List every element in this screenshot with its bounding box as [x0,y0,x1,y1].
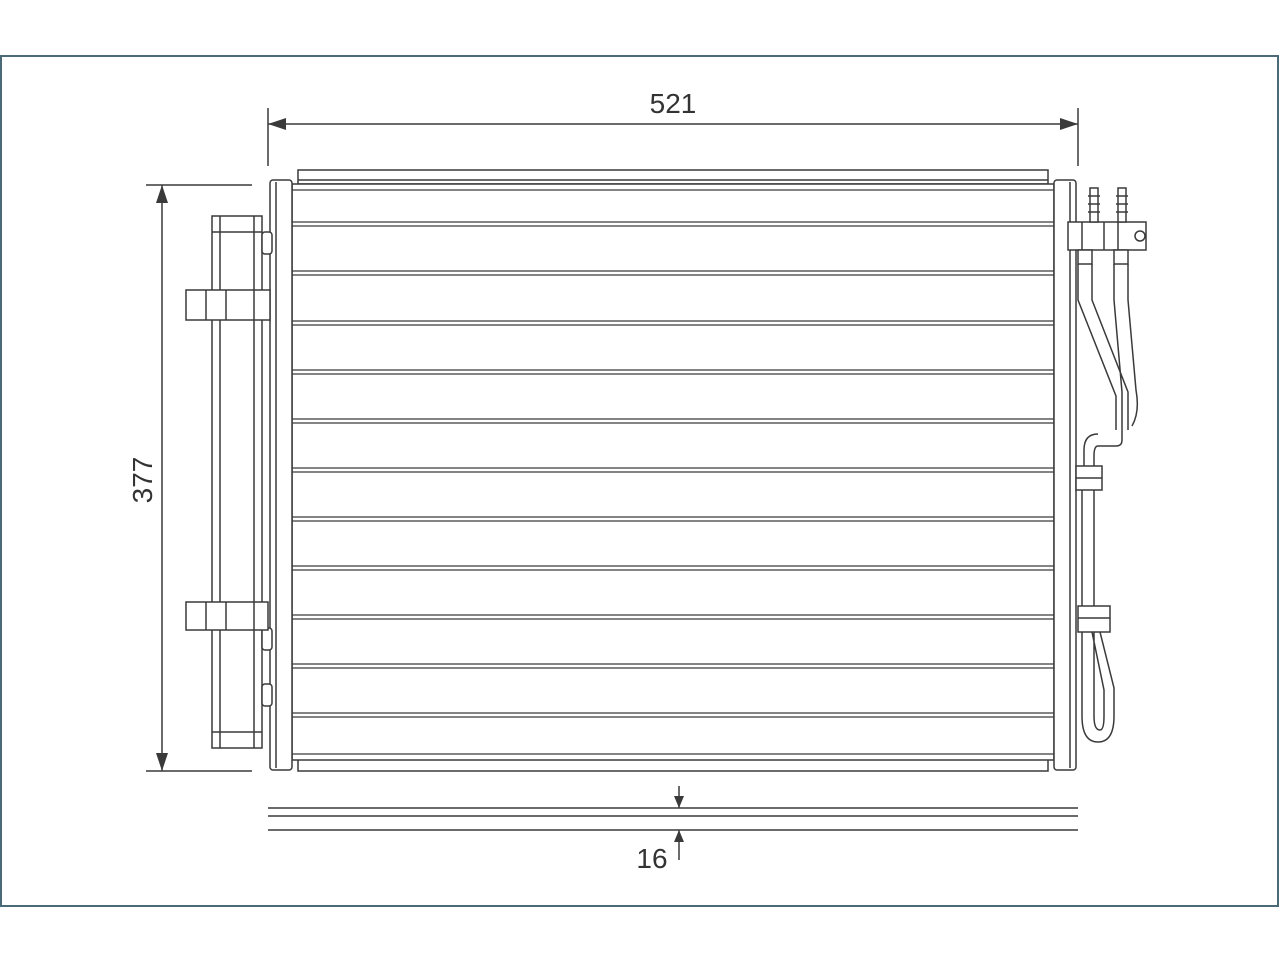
width-dimension-label: 521 [650,88,697,119]
height-dimension [146,184,252,772]
mounting-pins [185,289,271,631]
pipe-assembly [1067,187,1147,265]
pipe-fittings [1075,465,1111,633]
core-tubes [292,189,1054,755]
drawing-frame [0,55,1279,907]
depth-dimension [268,786,1078,860]
condenser-core [291,169,1055,772]
depth-dimension-label: 16 [636,843,667,874]
right-header-tank [1053,179,1077,771]
height-dimension-label: 377 [127,457,158,504]
width-dimension [267,108,1079,166]
left-header-tank [269,179,293,771]
refrigerant-pipes [1077,264,1139,743]
